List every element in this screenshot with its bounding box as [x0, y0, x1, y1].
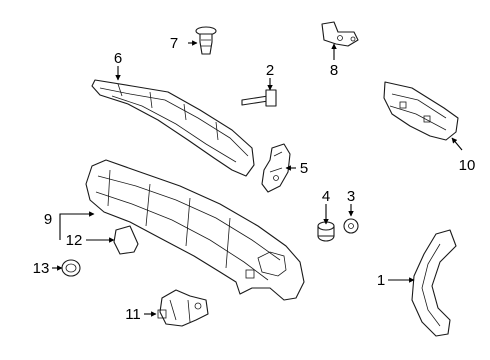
part-1-lower-bracket[interactable] [411, 229, 457, 337]
callout-2: 2 [266, 62, 274, 79]
part-5-mount-bracket[interactable] [261, 143, 291, 193]
part-4-grommet[interactable] [317, 221, 335, 242]
part-3-washer[interactable] [343, 218, 359, 234]
leader-lines [52, 40, 463, 317]
callout-7: 7 [170, 35, 178, 52]
part-12-pad[interactable] [113, 225, 139, 255]
part-9-bumper-beam[interactable] [85, 159, 305, 301]
callout-6: 6 [114, 50, 122, 67]
part-8-bracket[interactable] [321, 21, 359, 47]
callout-9: 9 [44, 211, 52, 228]
callout-11: 11 [125, 306, 141, 323]
callout-10: 10 [459, 157, 476, 174]
callout-8: 8 [330, 62, 338, 79]
part-11-bracket-assembly[interactable] [157, 289, 209, 327]
callout-3: 3 [347, 188, 355, 205]
part-7-push-clip[interactable] [195, 26, 217, 55]
callout-5: 5 [300, 160, 308, 177]
callout-13: 13 [33, 260, 50, 277]
callout-1: 1 [377, 272, 385, 289]
callout-4: 4 [322, 188, 330, 205]
part-6-upper-absorber[interactable] [91, 79, 255, 177]
callout-12: 12 [66, 232, 83, 249]
part-10-side-bracket[interactable] [383, 81, 459, 141]
callout-labels: 7 2 6 8 10 5 4 3 9 12 13 11 1 [33, 35, 476, 323]
part-13-cap[interactable] [61, 259, 81, 277]
part-2-pin[interactable] [241, 89, 277, 107]
